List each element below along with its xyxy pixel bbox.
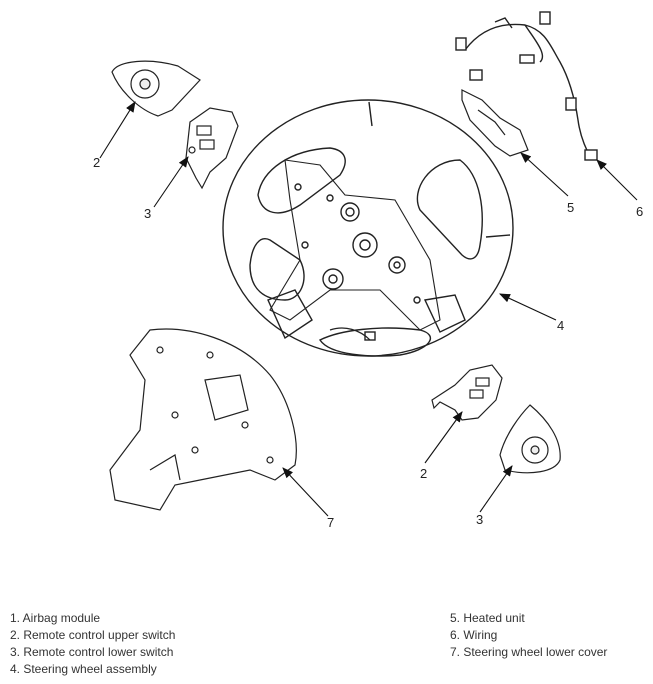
callout-leaders xyxy=(99,101,638,517)
callout-7: 7 xyxy=(327,515,334,530)
legend-item: 6. Wiring xyxy=(450,628,498,642)
steering-wheel-assembly xyxy=(222,99,514,357)
legend-item: 3. Remote control lower switch xyxy=(10,645,174,659)
legend-right: 5. Heated unit 6. Wiring 7. Steering whe… xyxy=(450,610,607,661)
callout-2-upper-left: 2 xyxy=(93,155,100,170)
heated-unit xyxy=(461,89,529,157)
steering-wheel-lower-cover xyxy=(109,328,297,511)
exploded-parts-diagram: 2 3 5 6 4 2 3 7 xyxy=(93,11,643,530)
remote-control-upper-switch-left xyxy=(111,60,201,117)
callout-2-lower-right: 2 xyxy=(420,466,427,481)
callout-3-lower-right: 3 xyxy=(476,512,483,527)
legend-item: 2. Remote control upper switch xyxy=(10,628,176,642)
remote-control-lower-switch-left xyxy=(185,107,239,190)
legend-left: 1. Airbag module 2. Remote control upper… xyxy=(10,610,175,678)
callout-6: 6 xyxy=(636,204,643,219)
callout-4: 4 xyxy=(557,318,564,333)
wiring-harness xyxy=(455,11,598,161)
legend-item: 4. Steering wheel assembly xyxy=(10,662,157,676)
legend-item: 5. Heated unit xyxy=(450,611,525,625)
legend-item: 7. Steering wheel lower cover xyxy=(450,645,608,659)
callout-5: 5 xyxy=(567,200,574,215)
callout-3-upper-left: 3 xyxy=(144,206,151,221)
legend-item: 1. Airbag module xyxy=(10,611,101,625)
remote-control-lower-switch-right xyxy=(499,404,561,474)
remote-control-upper-switch-right xyxy=(431,364,503,421)
